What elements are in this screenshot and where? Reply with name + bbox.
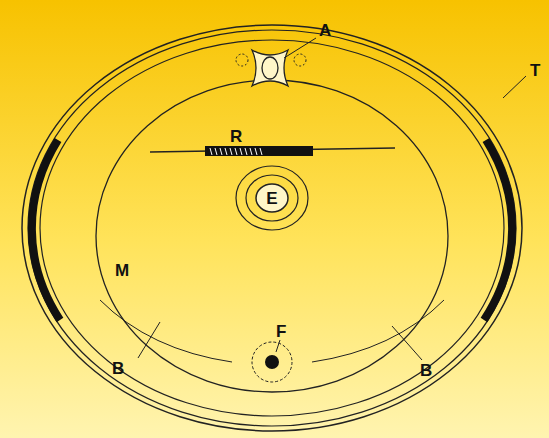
- brake-lining-left: [32, 140, 60, 320]
- shoe-edge-right: [312, 300, 444, 362]
- leader-line: [276, 340, 280, 352]
- part-letter: A: [319, 22, 331, 39]
- cam-hole: [262, 57, 278, 79]
- leader-line: [503, 76, 526, 98]
- part-letter: T: [530, 62, 540, 79]
- brake-lining-right: [484, 140, 512, 320]
- anchor-pin-housing: [252, 342, 292, 382]
- part-letter: M: [115, 262, 129, 279]
- part-letter: B: [112, 360, 124, 377]
- pivot-pin: [294, 54, 306, 66]
- part-letter: R: [230, 128, 242, 145]
- drum-ring: [28, 30, 516, 426]
- return-spring: [205, 146, 313, 156]
- drum-outer-ring: [22, 25, 522, 431]
- hub-ring: [246, 175, 298, 221]
- anchor-pin: [265, 355, 279, 369]
- leader-line: [284, 38, 316, 58]
- pivot-pin: [236, 54, 248, 66]
- part-letter: B: [420, 362, 432, 379]
- shoe-edge-left: [100, 300, 232, 362]
- leader-line: [392, 326, 422, 360]
- leader-line: [138, 322, 160, 358]
- spring-coils: [210, 148, 262, 155]
- backing-plate: [96, 80, 448, 392]
- expander-cam: [252, 50, 288, 86]
- hub-ring: [236, 166, 308, 230]
- shoe-outer-edge: [40, 40, 504, 416]
- part-letter: E: [266, 190, 277, 207]
- axle: [256, 184, 288, 212]
- part-letter: F: [276, 323, 286, 340]
